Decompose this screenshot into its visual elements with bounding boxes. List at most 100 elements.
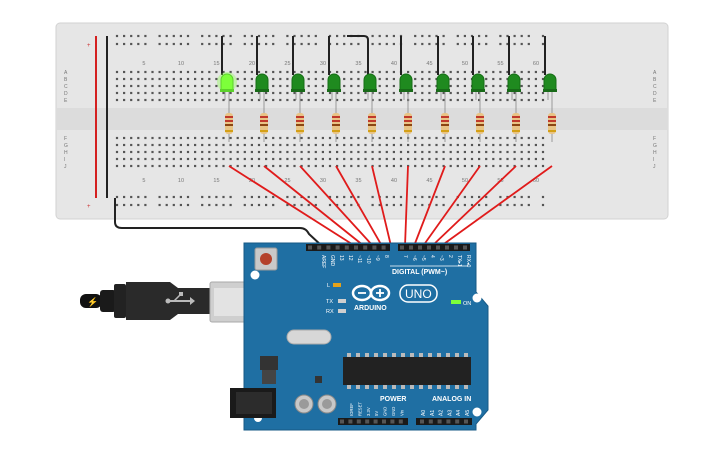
resistor[interactable] — [260, 100, 268, 142]
led[interactable] — [471, 73, 485, 100]
header-pin[interactable] — [464, 419, 468, 424]
row-letter: I — [64, 157, 65, 163]
digital-pin-label: AREF — [320, 255, 326, 268]
resistor[interactable] — [441, 100, 449, 142]
signal-wire[interactable] — [335, 165, 383, 247]
ground-wire-to-arduino[interactable] — [114, 198, 323, 247]
led[interactable] — [327, 73, 341, 100]
header-pin[interactable] — [427, 245, 431, 250]
digital-header[interactable] — [306, 244, 470, 251]
power-analog-header[interactable] — [338, 418, 472, 425]
header-pin[interactable] — [454, 245, 458, 250]
led[interactable] — [363, 73, 377, 100]
row-letter: D — [653, 91, 657, 97]
header-pin[interactable] — [446, 419, 451, 424]
led-ground-wire[interactable] — [347, 35, 369, 75]
header-pin[interactable] — [463, 245, 467, 250]
header-pin[interactable] — [344, 245, 349, 250]
row-letter: J — [64, 164, 67, 170]
resistor[interactable] — [368, 100, 376, 142]
row-letter: C — [64, 84, 68, 90]
power-pin-label: IOREF — [349, 403, 354, 416]
rx-label: RX — [326, 309, 334, 315]
mount-hole — [472, 407, 482, 417]
header-pin[interactable] — [335, 245, 340, 250]
column-number: 40 — [391, 178, 397, 184]
header-pin[interactable] — [436, 245, 440, 250]
row-letter: F — [64, 136, 67, 142]
header-pin[interactable] — [398, 419, 403, 424]
resistor[interactable] — [332, 100, 340, 142]
digital-pin-label: 13 — [338, 255, 344, 261]
header-pin[interactable] — [340, 419, 344, 424]
digital-label: DIGITAL (PWM~) — [392, 269, 447, 276]
resistor[interactable] — [476, 100, 484, 142]
header-pin[interactable] — [428, 419, 433, 424]
column-number: 25 — [284, 178, 290, 184]
analog-label: ANALOG IN — [432, 396, 471, 403]
header-pin[interactable] — [373, 419, 378, 424]
header-pin[interactable] — [400, 245, 404, 250]
digital-pin-label: 2 — [447, 255, 453, 258]
led[interactable] — [507, 73, 521, 100]
header-pin[interactable] — [363, 245, 368, 250]
signal-wire[interactable] — [404, 165, 409, 247]
header-pin[interactable] — [382, 419, 386, 424]
row-letter: E — [653, 98, 657, 104]
header-pin[interactable] — [308, 245, 312, 250]
power-pin-label: 3.3V — [366, 407, 371, 416]
resistor[interactable] — [512, 100, 520, 142]
resistor[interactable] — [548, 100, 556, 142]
breadboard-center-channel — [56, 108, 668, 130]
led[interactable] — [217, 72, 237, 100]
signal-wire[interactable] — [228, 165, 356, 247]
led[interactable] — [543, 73, 557, 100]
header-pin[interactable] — [326, 245, 331, 250]
reset-button-cap[interactable] — [260, 253, 272, 265]
header-pin[interactable] — [445, 245, 449, 250]
resistor[interactable] — [225, 100, 233, 142]
rail-mark-bottom: + — [87, 204, 91, 210]
rail-mark-top: + — [87, 43, 91, 49]
row-letter: J — [653, 164, 656, 170]
power-pin-label: Vin — [399, 409, 404, 416]
signal-wire[interactable] — [371, 165, 392, 247]
header-pin[interactable] — [372, 245, 377, 250]
signal-wire[interactable] — [263, 165, 365, 247]
column-number: 50 — [462, 61, 468, 67]
digital-pin-label: 7 — [402, 255, 408, 258]
header-pin[interactable] — [420, 419, 424, 424]
header-pin[interactable] — [348, 419, 353, 424]
usb-cable[interactable]: ⚡ — [80, 281, 249, 323]
header-pin[interactable] — [354, 245, 358, 250]
signal-wire[interactable] — [440, 165, 553, 247]
signal-wire[interactable] — [431, 165, 517, 247]
analog-pin-label: A1 — [430, 410, 436, 416]
header-pin[interactable] — [418, 245, 422, 250]
signal-wire[interactable] — [413, 165, 446, 247]
row-letter: B — [64, 77, 68, 83]
header-pin[interactable] — [390, 419, 395, 424]
signal-wire[interactable] — [422, 165, 481, 247]
header-pin[interactable] — [437, 419, 442, 424]
header-pin[interactable] — [381, 245, 386, 250]
led[interactable] — [399, 73, 413, 100]
header-pin[interactable] — [409, 245, 413, 250]
signal-wire[interactable] — [299, 165, 374, 247]
led[interactable] — [255, 73, 269, 100]
resistor[interactable] — [404, 100, 412, 142]
resistor[interactable] — [296, 100, 304, 142]
column-number: 20 — [249, 61, 255, 67]
header-pin[interactable] — [365, 419, 370, 424]
header-pin[interactable] — [455, 419, 460, 424]
led[interactable] — [291, 73, 305, 100]
header-pin[interactable] — [356, 419, 361, 424]
header-pin[interactable] — [317, 245, 322, 250]
led[interactable] — [436, 73, 450, 100]
digital-pin-label: TX▸1 — [456, 255, 462, 267]
rx-led — [338, 309, 346, 313]
analog-pin-label: A4 — [456, 410, 462, 416]
